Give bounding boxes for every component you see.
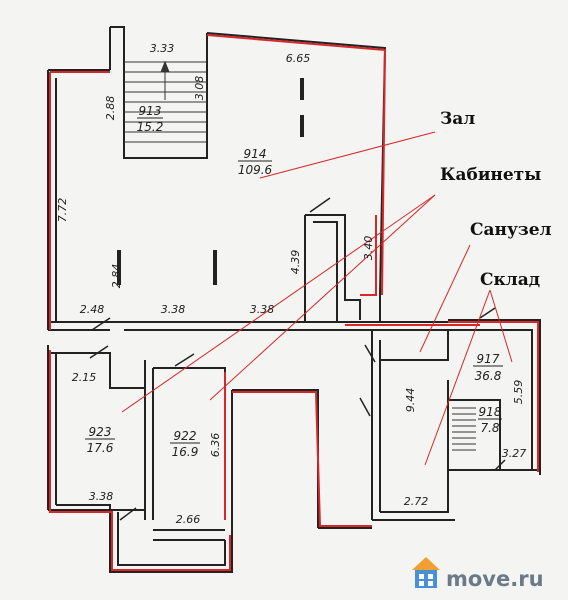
room-labels: 913 15.2 914 109.6 917 36.8 918 7.8 922 … — [85, 104, 503, 459]
dim-266: 2.66 — [176, 513, 201, 526]
dim-284: 2.84 — [110, 264, 123, 289]
dim-288: 2.88 — [104, 96, 117, 121]
doors — [89, 197, 506, 521]
dim-944: 9.44 — [404, 388, 417, 413]
dim-636: 6.36 — [209, 433, 222, 458]
annotation-zal: Зал — [440, 109, 475, 129]
dim-327: 3.27 — [502, 447, 527, 460]
dim-308: 3.08 — [193, 76, 206, 101]
room-917-area: 36.8 — [475, 369, 502, 383]
columns — [117, 78, 304, 285]
room-914-area: 109.6 — [238, 163, 273, 177]
dim-338b: 3.38 — [250, 303, 275, 316]
watermark: move.ru — [412, 557, 544, 591]
dim-333: 3.33 — [150, 42, 175, 55]
room-923-number: 923 — [89, 425, 112, 439]
dim-340: 3.40 — [362, 236, 375, 261]
house-icon — [412, 557, 440, 588]
walls — [47, 26, 541, 573]
annotation-sklad: Склад — [480, 270, 540, 290]
dim-215: 2.15 — [72, 371, 97, 384]
room-914-number: 914 — [244, 147, 267, 161]
annotation-kabinety: Кабинеты — [440, 165, 541, 185]
dimension-labels: 3.33 6.65 3.08 2.88 7.72 2.84 4.39 3.40 … — [56, 42, 526, 526]
dim-772: 7.72 — [56, 198, 69, 223]
dim-248: 2.48 — [80, 303, 105, 316]
room-922-number: 922 — [174, 429, 197, 443]
annotations: Зал Кабинеты Санузел Склад — [440, 109, 552, 290]
annotation-sanuzel: Санузел — [470, 220, 552, 240]
room-917-number: 917 — [477, 352, 500, 366]
watermark-text: move.ru — [446, 567, 544, 591]
dim-665: 6.65 — [286, 52, 311, 65]
room-923-area: 17.6 — [87, 441, 114, 455]
dim-559: 5.59 — [512, 380, 525, 405]
leader-lines — [121, 131, 513, 466]
stairs — [124, 60, 207, 143]
stairs-918 — [452, 407, 476, 451]
room-913-area: 15.2 — [137, 120, 164, 134]
room-913-number: 913 — [139, 104, 162, 118]
dim-272: 2.72 — [404, 495, 429, 508]
room-922-area: 16.9 — [172, 445, 199, 459]
dim-338a: 3.38 — [161, 303, 186, 316]
room-918-number: 918 — [479, 405, 502, 419]
dim-439: 4.39 — [289, 250, 302, 275]
room-918-area: 7.8 — [480, 421, 499, 435]
dim-338c: 3.38 — [89, 490, 114, 503]
